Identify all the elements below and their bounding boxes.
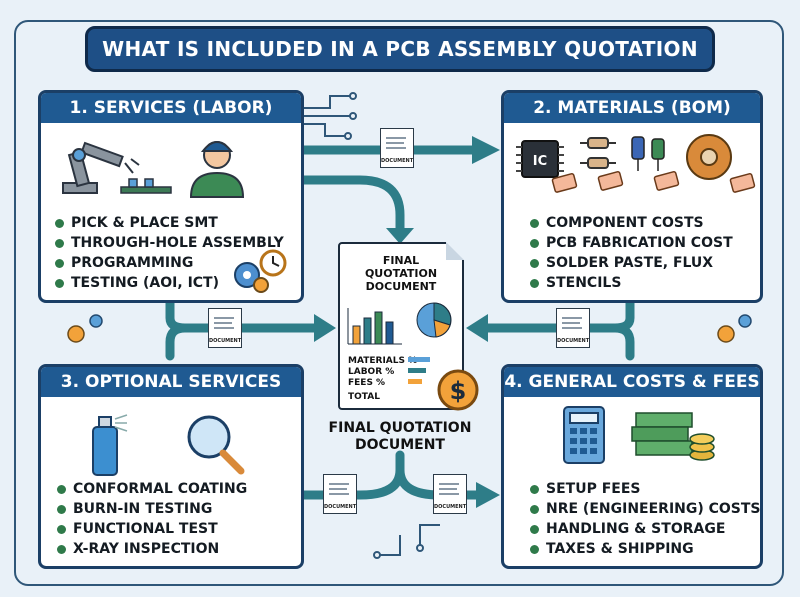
list-item: FUNCTIONAL TEST	[57, 519, 247, 539]
document-row: MATERIALS %	[348, 356, 418, 366]
robot-arm-icon	[62, 141, 140, 194]
outer-frame	[14, 20, 784, 586]
list-item: SOLDER PASTE, FLUX	[530, 253, 733, 273]
fees-illustration	[563, 406, 715, 464]
list-item: NRE (ENGINEERING) COSTS	[530, 499, 760, 519]
document-icon: DOCUMENT	[556, 308, 590, 348]
list-item: TESTING (AOI, ICT)	[55, 273, 284, 293]
ic-chip-icon: IC	[516, 140, 564, 178]
optional-list: CONFORMAL COATING BURN-IN TESTING FUNCTI…	[57, 479, 247, 559]
dollar-coin-icon: $	[437, 369, 479, 411]
document-icon: DOCUMENT	[380, 128, 414, 168]
resistor-icon	[580, 137, 616, 169]
bar-chart-icon	[347, 308, 402, 345]
gear-left-icon	[67, 325, 85, 343]
money-stack-icon	[631, 412, 715, 461]
title-text: WHAT IS INCLUDED IN A PCB ASSEMBLY QUOTA…	[102, 37, 698, 61]
document-bars	[408, 357, 430, 384]
gears-clock-icon	[234, 249, 287, 293]
list-item: TAXES & SHIPPING	[530, 539, 760, 559]
calculator-icon	[563, 406, 605, 464]
panel-optional-header: 3. OPTIONAL SERVICES	[41, 367, 301, 397]
panel-fees-header: 4. GENERAL COSTS & FEES	[504, 367, 760, 397]
fees-list: SETUP FEES NRE (ENGINEERING) COSTS HANDL…	[530, 479, 760, 559]
document-row: LABOR %	[348, 367, 395, 377]
arrowhead-down-center	[386, 228, 414, 244]
document-icon: DOCUMENT	[208, 308, 242, 348]
list-item: PICK & PLACE SMT	[55, 213, 284, 233]
capacitor-icon	[631, 136, 665, 171]
chip-label: IC	[533, 154, 547, 169]
panel-optional-title: 3. OPTIONAL SERVICES	[60, 372, 282, 392]
magnifier-icon	[187, 415, 245, 475]
list-item: HANDLING & STORAGE	[530, 519, 760, 539]
spray-can-icon	[92, 414, 128, 476]
title-banner: WHAT IS INCLUDED IN A PCB ASSEMBLY QUOTA…	[85, 26, 715, 72]
list-item: PCB FABRICATION COST	[530, 233, 733, 253]
arrowhead-right-left	[314, 314, 336, 342]
panel-fees: 4. GENERAL COSTS & FEES	[501, 364, 763, 569]
list-item: SETUP FEES	[530, 479, 760, 499]
optional-illustration	[92, 414, 245, 476]
services-illustration	[62, 141, 245, 198]
conveyor-icon	[120, 178, 172, 194]
document-icon: DOCUMENT	[323, 474, 357, 514]
list-item: PROGRAMMING	[55, 253, 284, 273]
document-charts	[347, 302, 452, 345]
arrowhead-right-top	[472, 136, 500, 164]
arrowhead-right-bottom	[476, 482, 500, 508]
list-item: STENCILS	[530, 273, 733, 293]
price-tag-icon	[551, 171, 756, 193]
document-row: TOTAL	[348, 392, 380, 402]
document-title: FINAL QUOTATION DOCUMENT	[364, 254, 438, 293]
svg-text:$: $	[450, 377, 467, 405]
panel-fees-title: 4. GENERAL COSTS & FEES	[504, 372, 760, 392]
list-item: X-RAY INSPECTION	[57, 539, 247, 559]
list-item: COMPONENT COSTS	[530, 213, 733, 233]
document-row: FEES %	[348, 378, 386, 388]
services-list: PICK & PLACE SMT THROUGH-HOLE ASSEMBLY P…	[55, 213, 284, 293]
materials-list: COMPONENT COSTS PCB FABRICATION COST SOL…	[530, 213, 733, 293]
panel-optional: 3. OPTIONAL SERVICES CONFORMAL COATING B…	[38, 364, 304, 569]
list-item: BURN-IN TESTING	[57, 499, 247, 519]
panel-services: 1. SERVICES (LABOR) PICK & PLACE	[38, 90, 304, 303]
solder-spool-icon	[686, 134, 732, 180]
document-icon: DOCUMENT	[433, 474, 467, 514]
list-item: THROUGH-HOLE ASSEMBLY	[55, 233, 284, 253]
panel-materials: 2. MATERIALS (BOM) IC	[501, 90, 763, 303]
materials-illustration: IC	[516, 134, 756, 193]
panel-materials-header: 2. MATERIALS (BOM)	[504, 93, 760, 123]
panel-materials-title: 2. MATERIALS (BOM)	[533, 98, 731, 118]
technician-icon	[189, 141, 245, 198]
list-item: CONFORMAL COATING	[57, 479, 247, 499]
panel-services-header: 1. SERVICES (LABOR)	[41, 93, 301, 123]
final-quotation-caption: FINAL QUOTATION DOCUMENT	[328, 420, 472, 453]
pie-chart-icon	[416, 302, 452, 338]
arrowhead-left-right	[466, 314, 488, 342]
connector-left-middle	[165, 295, 323, 333]
panel-services-title: 1. SERVICES (LABOR)	[69, 98, 273, 118]
connector-to-center-top	[297, 175, 405, 237]
